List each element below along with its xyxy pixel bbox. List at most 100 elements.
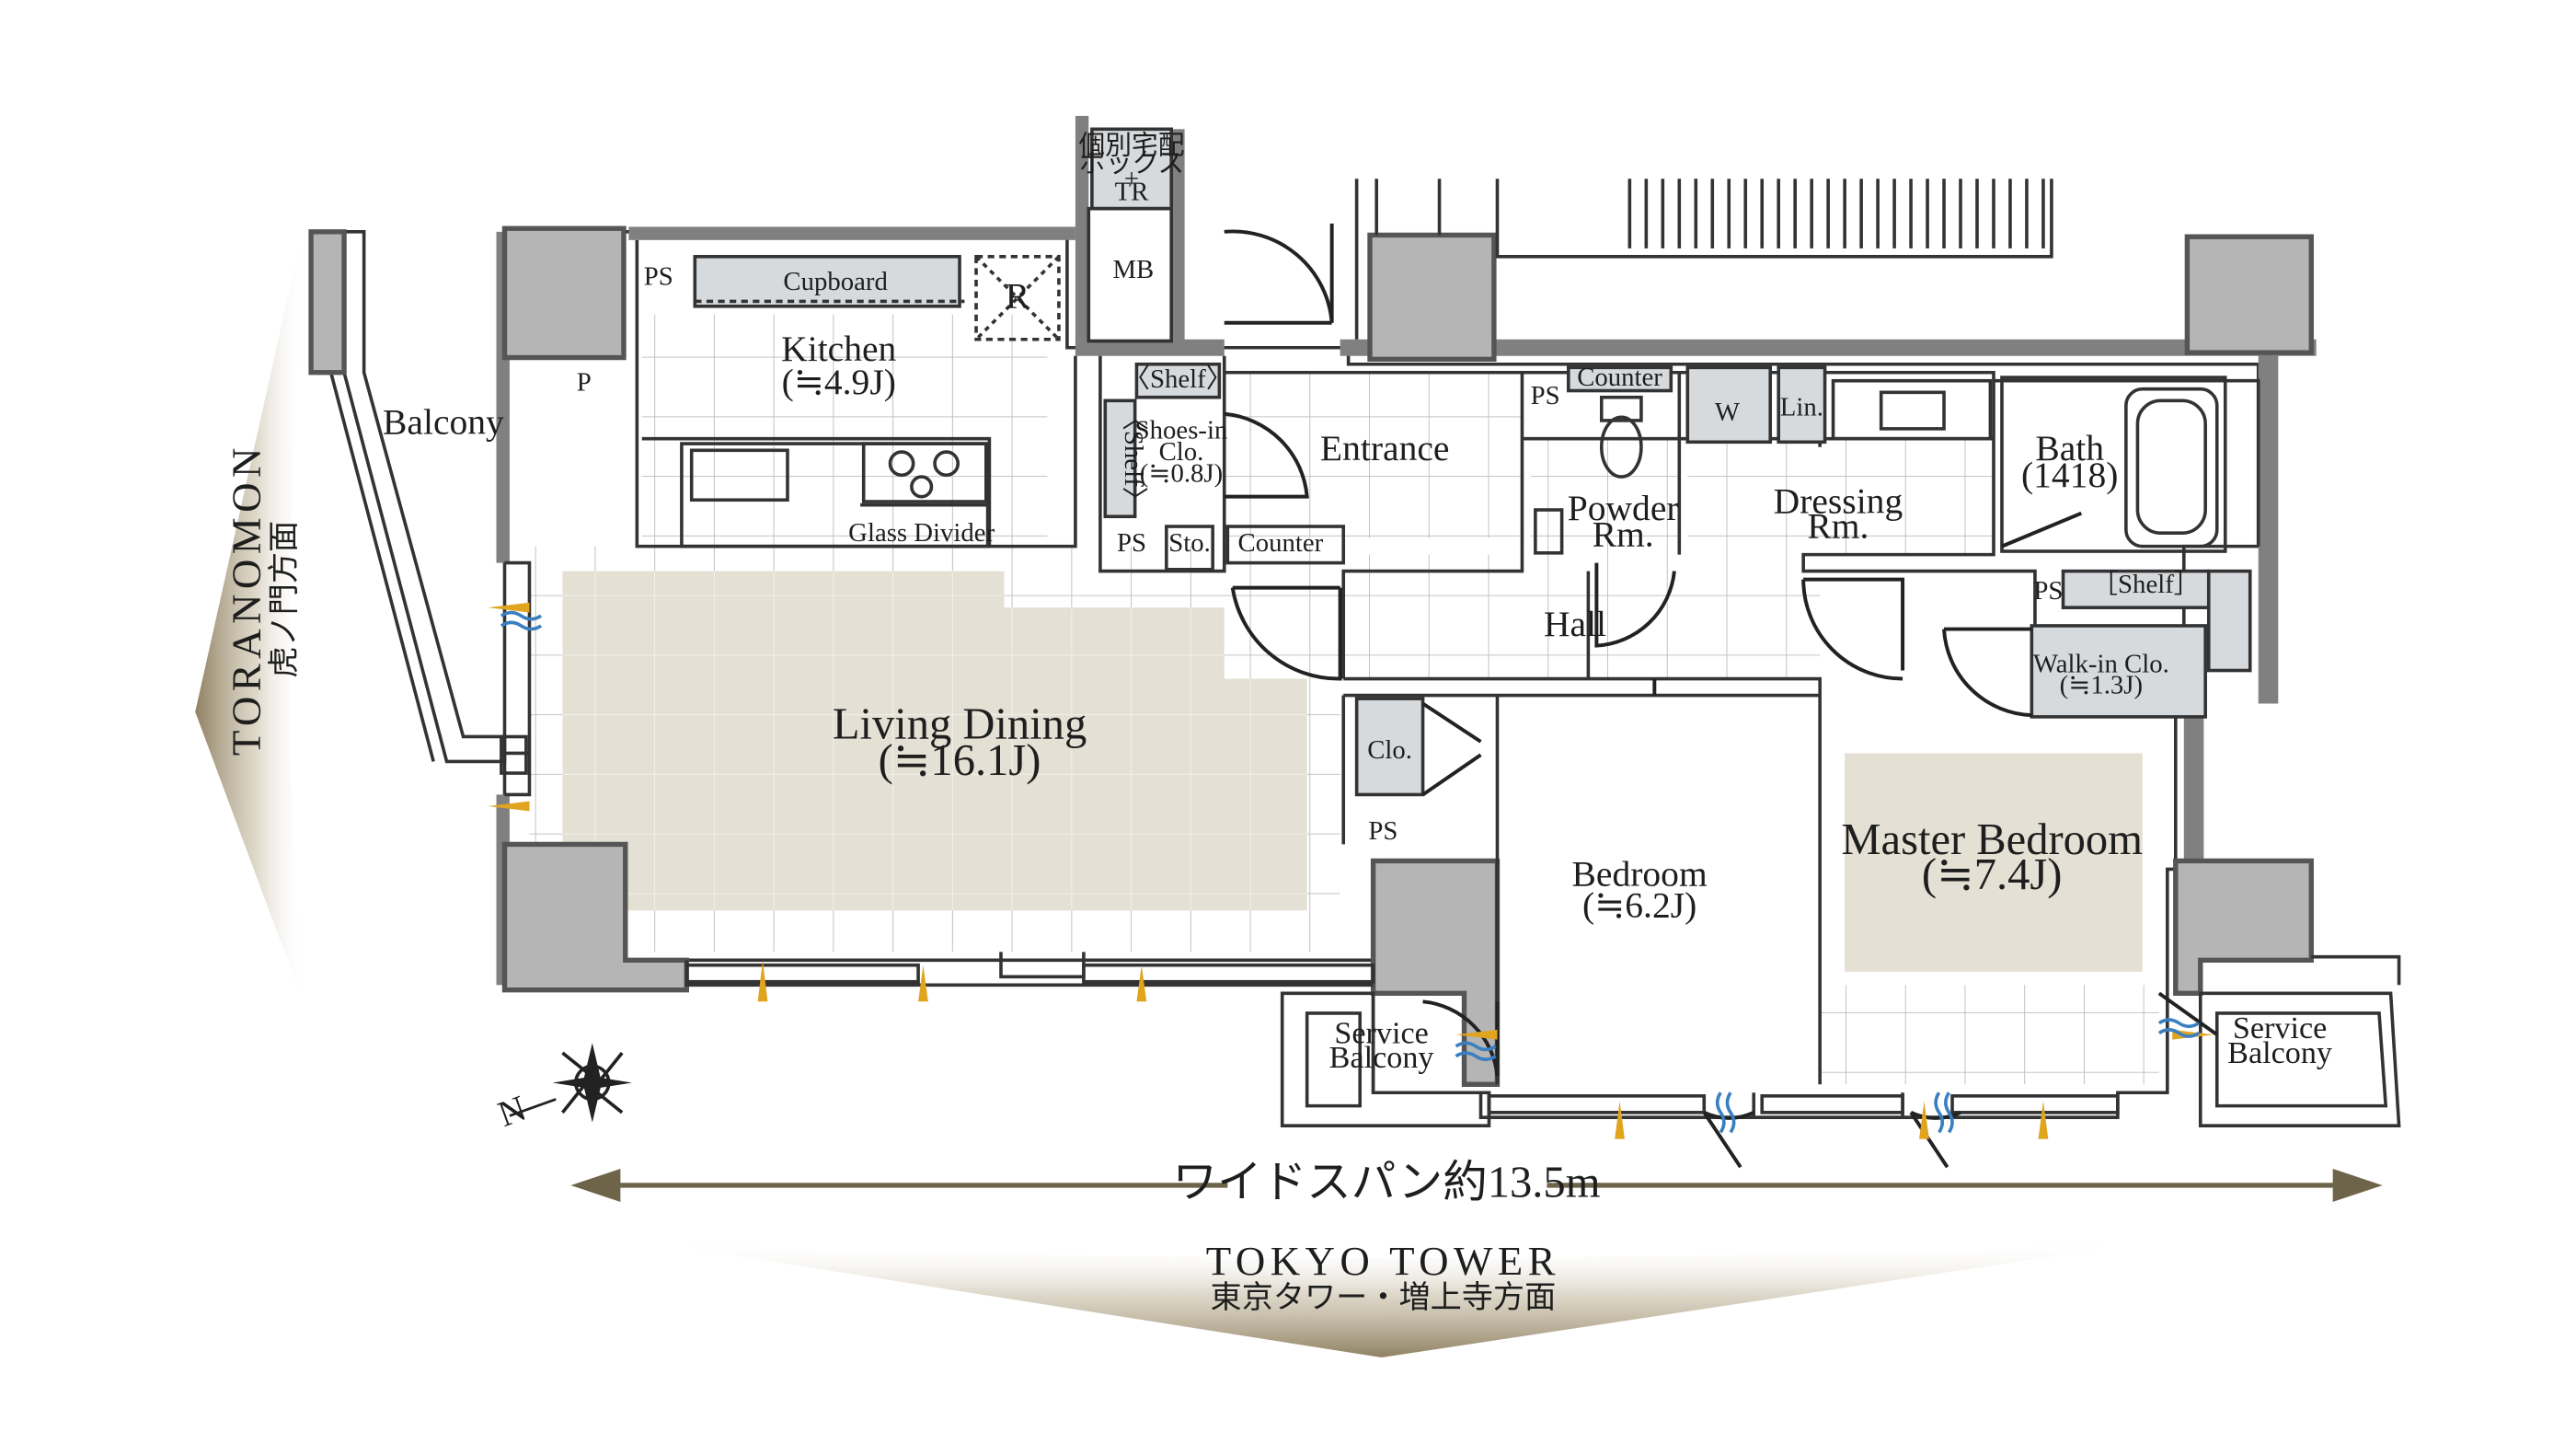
burner-icon — [933, 450, 960, 478]
kitchen-floor-tiles — [641, 314, 1048, 547]
shoes-in-label: Shoes-in — [1135, 416, 1228, 445]
span-arrow-right-head — [2332, 1168, 2383, 1202]
ps-label: PS — [1368, 816, 1397, 846]
dressing-floor-tiles — [1687, 438, 1994, 555]
hall-floor-tiles — [1224, 554, 1821, 679]
toranomon-label: TORANOMON — [223, 443, 269, 756]
dressing-rm-label: Rm. — [1807, 506, 1869, 547]
service-balcony-left-label-2: Balcony — [1329, 1041, 1434, 1075]
kitchen-label: Kitchen — [781, 329, 896, 369]
bedroom-closet — [1354, 697, 1425, 797]
walkin-shelf-top — [2061, 569, 2211, 609]
powder-basin — [1534, 508, 1564, 555]
walkin-shelf-label: ［Shelf］ — [2091, 570, 2200, 599]
dressing-label: Dressing — [1774, 481, 1903, 522]
mb-closet — [1087, 206, 1174, 343]
service-balcony-right-edge — [2311, 954, 2401, 986]
dressing-counter — [1831, 378, 1993, 441]
bathtub — [2124, 387, 2219, 549]
window-frame — [1487, 1094, 1707, 1114]
living-dining-rug — [562, 571, 1307, 911]
dressing-basin — [1879, 390, 1946, 431]
living-window-post — [500, 734, 528, 775]
mb-label: MB — [1112, 255, 1154, 284]
service-balcony-left-outline — [1280, 991, 1491, 1128]
kitchen-size: (≒4.9J) — [782, 362, 896, 402]
column — [501, 225, 627, 361]
refrigerator-space — [974, 255, 1061, 341]
toranomon-sub-label: 虎ノ門方面 — [267, 521, 302, 678]
washer-label: W — [1715, 398, 1741, 427]
tokyo-tower-label: TOKYO TOWER — [1206, 1238, 1560, 1284]
column — [1367, 232, 1497, 363]
entrance-floor-tiles — [1224, 372, 1523, 538]
washing-machine — [1685, 365, 1773, 445]
master-bedroom-rug — [1845, 753, 2143, 972]
cooktop — [861, 442, 988, 503]
toranomon-direction-shape — [195, 214, 306, 1010]
bottom-window-sash — [684, 952, 2118, 1120]
master-floor-tiles — [1820, 985, 2159, 1085]
linen-cabinet — [1777, 365, 1827, 445]
tokyo-tower-direction-shape — [645, 1241, 2151, 1358]
ps-label: PS — [644, 261, 673, 291]
delivery-box-label: 個別宅配 — [1079, 131, 1185, 160]
bottom-door-right — [1909, 1111, 1961, 1169]
bath-room — [2000, 375, 2227, 553]
shelf-vertical-label: 〈Shelf〉 — [1119, 404, 1148, 513]
service-balcony-left-label: Service — [1334, 1016, 1428, 1050]
wall-block — [1171, 129, 1185, 348]
powder-floor-tiles — [1530, 438, 1680, 555]
bath-door — [2001, 511, 2083, 549]
toilet-tank — [1599, 395, 1643, 422]
burner-icon — [910, 475, 934, 499]
shelf-label: 〈Shelf〉 — [1123, 364, 1232, 394]
bathtub-inner — [2135, 398, 2207, 536]
bath-label: Bath — [2035, 428, 2104, 468]
bottom-door-left — [1702, 1111, 1755, 1169]
storage-box — [1165, 525, 1214, 572]
master-bedroom-label: Master Bedroom — [1841, 814, 2143, 864]
closet-doors — [1421, 701, 1482, 797]
entrance-counter-label: Counter — [1238, 528, 1324, 558]
walkin-shelf-right — [2206, 569, 2252, 673]
cupboard-label: Cupboard — [783, 267, 888, 296]
left-balcony-post — [308, 229, 347, 375]
service-balcony-right-outline — [2198, 991, 2401, 1128]
walkin-door — [1942, 627, 2032, 718]
walkin-room — [2030, 624, 2207, 719]
wall-block — [2258, 347, 2279, 704]
shoes-door — [1224, 411, 1309, 499]
burner-icon — [888, 450, 915, 478]
wall-block — [1075, 339, 1225, 356]
left-balcony-rail — [328, 372, 435, 762]
hall-label: Hall — [1544, 604, 1606, 644]
powder-counter-label: Counter — [1577, 363, 1662, 392]
window-frame — [684, 963, 920, 984]
wall-block — [1075, 115, 1089, 348]
service-balcony-right-label: Service — [2233, 1011, 2327, 1045]
master-bedroom-size: (≒7.4J) — [1922, 849, 2063, 899]
window-frame — [1082, 963, 1375, 984]
bedroom-size: (≒6.2J) — [1582, 885, 1696, 926]
service-door-left — [1422, 999, 1500, 1077]
service-door-right — [2157, 991, 2218, 1036]
compass-north-label: N — [493, 1088, 532, 1135]
span-label: ワイドスパン約13.5m — [1173, 1158, 1601, 1207]
storage-label: Sto. — [1168, 528, 1211, 558]
shoes-in-clo-label: Clo. — [1159, 437, 1204, 467]
bath-size: (1418) — [2021, 455, 2118, 495]
wall-block — [628, 226, 1075, 240]
delivery-box-plus: + — [1124, 164, 1139, 193]
outer-wall — [502, 230, 2260, 1120]
walkin-label: Walk-in Clo. — [2033, 649, 2169, 678]
wall-block — [1340, 339, 2317, 356]
linen-label: Lin. — [1780, 393, 1823, 422]
compass-icon — [509, 1043, 632, 1123]
ps-label: PS — [1531, 381, 1560, 410]
bedroom-closet-label: Clo. — [1367, 735, 1412, 765]
window-frame — [1950, 1094, 2120, 1114]
tokyo-tower-sub-label: 東京タワー・増上寺方面 — [1211, 1280, 1557, 1315]
powder-door — [1594, 562, 1676, 648]
ventilation-markers — [500, 610, 2200, 1134]
